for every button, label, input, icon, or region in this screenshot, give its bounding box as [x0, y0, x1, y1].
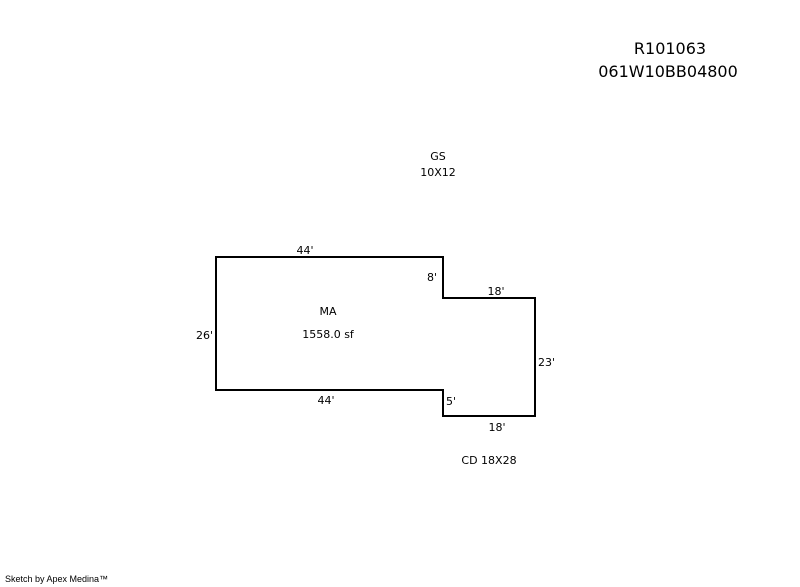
main-area-outline — [215, 256, 536, 417]
main-area-code: MA — [319, 305, 337, 318]
dimension-left: 26' — [196, 329, 214, 342]
dimension-top: 44' — [296, 244, 314, 257]
parcel-id: R101063 — [633, 39, 707, 58]
outbuilding-code: GS — [430, 150, 446, 163]
map-number: 061W10BB04800 — [598, 62, 738, 81]
dimension-extension-bottom: 18' — [488, 421, 506, 434]
dimension-step-lower: 5' — [446, 395, 457, 408]
dimension-extension-top: 18' — [487, 285, 505, 298]
dimension-bottom: 44' — [317, 394, 335, 407]
main-area-size: 1558.0 sf — [302, 328, 354, 341]
outbuilding-size: 10X12 — [420, 166, 456, 179]
dimension-extension-right: 23' — [538, 356, 556, 369]
deck-label: CD 18X28 — [461, 454, 517, 467]
dimension-step-upper: 8' — [427, 271, 438, 284]
software-credit: Sketch by Apex Medina™ — [5, 574, 109, 584]
